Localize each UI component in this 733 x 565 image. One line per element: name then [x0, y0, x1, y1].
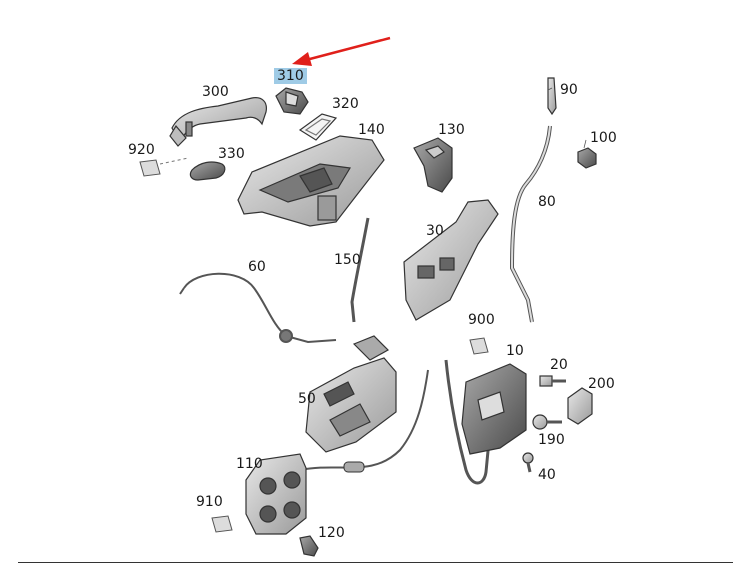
part-900-plug: [469, 337, 489, 355]
part-30-panel: [403, 199, 499, 321]
part-330-cover: [189, 161, 226, 181]
label-50: 50: [298, 391, 316, 407]
part-20-screw: [539, 375, 566, 387]
label-920: 920: [128, 142, 155, 158]
label-190: 190: [538, 432, 565, 448]
part-90-rod: [547, 77, 557, 116]
part-cable-link: [299, 369, 429, 471]
part-40-screw: [522, 452, 534, 473]
label-60: 60: [248, 259, 266, 275]
part-cable-sleeve: [343, 461, 365, 473]
part-910-clip: [211, 515, 233, 533]
label-300: 300: [202, 84, 229, 100]
label-20: 20: [550, 357, 568, 373]
label-100: 100: [590, 130, 617, 146]
part-310-handle-cap: [275, 87, 309, 115]
red-pointer-arrow: [292, 36, 391, 66]
label-910: 910: [196, 494, 223, 510]
label-330: 330: [218, 146, 245, 162]
part-190-bolt: [532, 414, 562, 430]
part-120-screw: [299, 535, 319, 557]
part-200-striker: [567, 387, 593, 425]
label-10: 10: [506, 343, 524, 359]
label-110: 110: [236, 456, 263, 472]
label-130: 130: [438, 122, 465, 138]
part-60-cable: [179, 272, 337, 344]
label-900: 900: [468, 312, 495, 328]
part-50-lock-housing: [305, 335, 397, 453]
bottom-divider: [18, 562, 733, 563]
part-10-door-latch: [444, 359, 527, 485]
label-310-highlighted: 310: [274, 68, 307, 84]
part-300-outer-handle: [169, 97, 267, 147]
part-130-bracket: [413, 137, 453, 193]
part-920-clip: [139, 157, 189, 177]
part-140-handle-carrier: [237, 135, 385, 227]
label-120: 120: [318, 525, 345, 541]
part-80-rod-highlight: [510, 125, 551, 323]
part-150-rod: [350, 217, 370, 323]
label-80: 80: [538, 194, 556, 210]
label-90: 90: [560, 82, 578, 98]
label-150: 150: [334, 252, 361, 268]
label-30: 30: [426, 223, 444, 239]
part-100-bolt: [577, 147, 597, 169]
label-140: 140: [358, 122, 385, 138]
label-40: 40: [538, 467, 556, 483]
label-320: 320: [332, 96, 359, 112]
part-320-gasket: [298, 113, 338, 141]
label-200: 200: [588, 376, 615, 392]
part-110-module: [245, 453, 307, 535]
leader-lines: [547, 87, 587, 149]
